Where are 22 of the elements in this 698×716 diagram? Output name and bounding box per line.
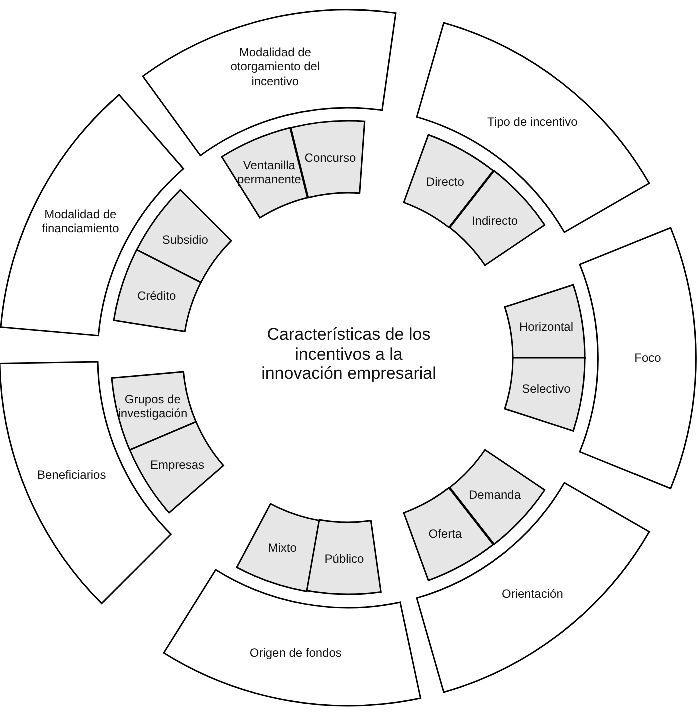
segment-label: Ventanilla permanente [237, 158, 302, 188]
segment-label: Crédito [137, 288, 176, 304]
segment-label: Tipo de incentivo [488, 114, 578, 129]
segment-label: Modalidad de otorgamiento del incentivo [230, 45, 322, 88]
segment-label: Público [324, 552, 364, 566]
segment-label: Horizontal [520, 319, 574, 334]
segment-label: Selectivo [522, 382, 571, 397]
segment-label: Indirecto [472, 214, 518, 228]
segment-label: Mixto [268, 540, 297, 556]
segment-label: Concurso [304, 150, 356, 165]
segment-label: Empresas [150, 457, 205, 472]
segment-label: Beneficiarios [38, 468, 106, 482]
center-title: Características de los incentivos a la innovación empresarial [260, 325, 438, 384]
segment-label: Modalidad de financiamiento [40, 207, 120, 236]
segment-label: Origen de fondos [250, 646, 342, 661]
segment-label: Directo [426, 175, 464, 190]
segment-label: Orientación [502, 587, 564, 602]
segment-label: Oferta [428, 526, 462, 541]
segment-label: Foco [634, 350, 662, 366]
segment-label: Subsidio [162, 232, 208, 248]
segment-label: Grupos de investigación [118, 392, 188, 421]
segment-label: Demanda [468, 488, 521, 502]
